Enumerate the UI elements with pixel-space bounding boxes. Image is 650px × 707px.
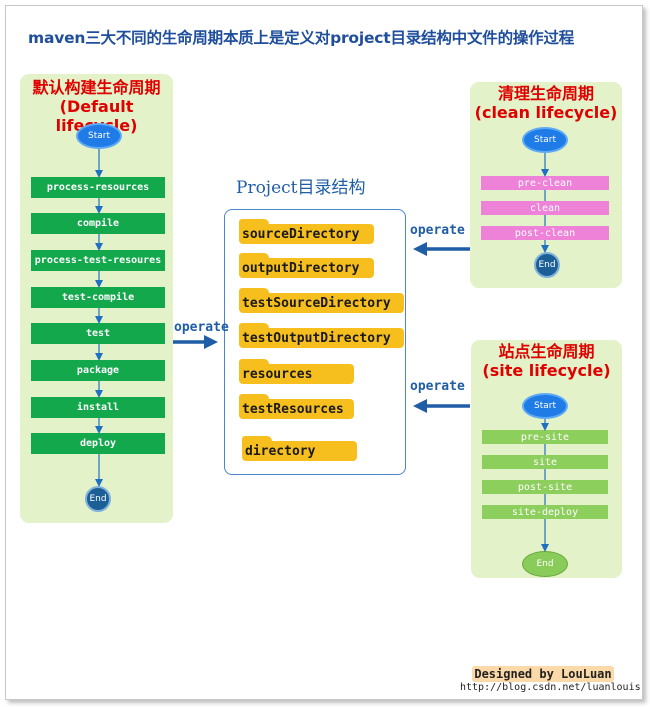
site-lifecycle-title-en: (site lifecycle) <box>482 361 611 380</box>
default-phase-process-test-resoures: process-test-resoures <box>31 250 165 271</box>
folder-output-directory: outputDirectory <box>239 253 374 278</box>
default-phase-deploy: deploy <box>31 433 165 454</box>
default-phase-install: install <box>31 397 165 418</box>
clean-phase-pre-clean: pre-clean <box>481 176 609 190</box>
site-lifecycle-title-cn: 站点生命周期 <box>498 342 595 361</box>
clean-phase-clean: clean <box>481 201 609 215</box>
default-phase-test: test <box>31 323 165 344</box>
site-phase-post-site: post-site <box>482 480 608 494</box>
clean-lifecycle-title: 清理生命周期 (clean lifecycle) <box>470 84 622 122</box>
folder-directory: directory <box>242 436 357 461</box>
site-phase-site-deploy: site-deploy <box>482 505 608 519</box>
default-phase-compile: compile <box>31 213 165 234</box>
operate-label-clean: operate <box>410 223 465 238</box>
site-phase-pre-site: pre-site <box>482 430 608 444</box>
folder-test-output-directory: testOutputDirectory <box>239 323 404 348</box>
operate-label-default: operate <box>174 320 229 335</box>
folder-resources: resources <box>239 359 354 384</box>
site-lifecycle-title: 站点生命周期 (site lifecycle) <box>471 342 622 380</box>
project-structure-title: Project目录结构 <box>236 178 366 198</box>
clean-phase-post-clean: post-clean <box>481 226 609 240</box>
clean-end-node: End <box>534 252 560 278</box>
folder-test-resources: testResources <box>239 394 354 419</box>
default-lifecycle-title-cn: 默认构建生命周期 <box>32 78 161 97</box>
site-phase-site: site <box>482 455 608 469</box>
default-phase-test-compile: test-compile <box>31 287 165 308</box>
default-start-node: Start <box>76 123 122 149</box>
designed-by-badge: Designed by LouLuan <box>472 666 614 682</box>
default-phase-process-resources: process-resources <box>31 177 165 198</box>
blog-url: http://blog.csdn.net/luanlouis <box>460 682 641 693</box>
folder-source-directory: sourceDirectory <box>239 219 374 244</box>
default-end-node: End <box>85 486 111 512</box>
diagram-title: maven三大不同的生命周期本质上是定义对project目录结构中文件的操作过程 <box>28 29 575 47</box>
site-start-node: Start <box>522 393 568 419</box>
clean-start-node: Start <box>522 127 568 153</box>
operate-label-site: operate <box>410 379 465 394</box>
clean-lifecycle-title-cn: 清理生命周期 <box>497 84 594 103</box>
folder-test-source-directory: testSourceDirectory <box>239 288 404 313</box>
default-phase-package: package <box>31 360 165 381</box>
clean-lifecycle-title-en: (clean lifecycle) <box>474 103 618 122</box>
site-end-node: End <box>522 551 568 577</box>
